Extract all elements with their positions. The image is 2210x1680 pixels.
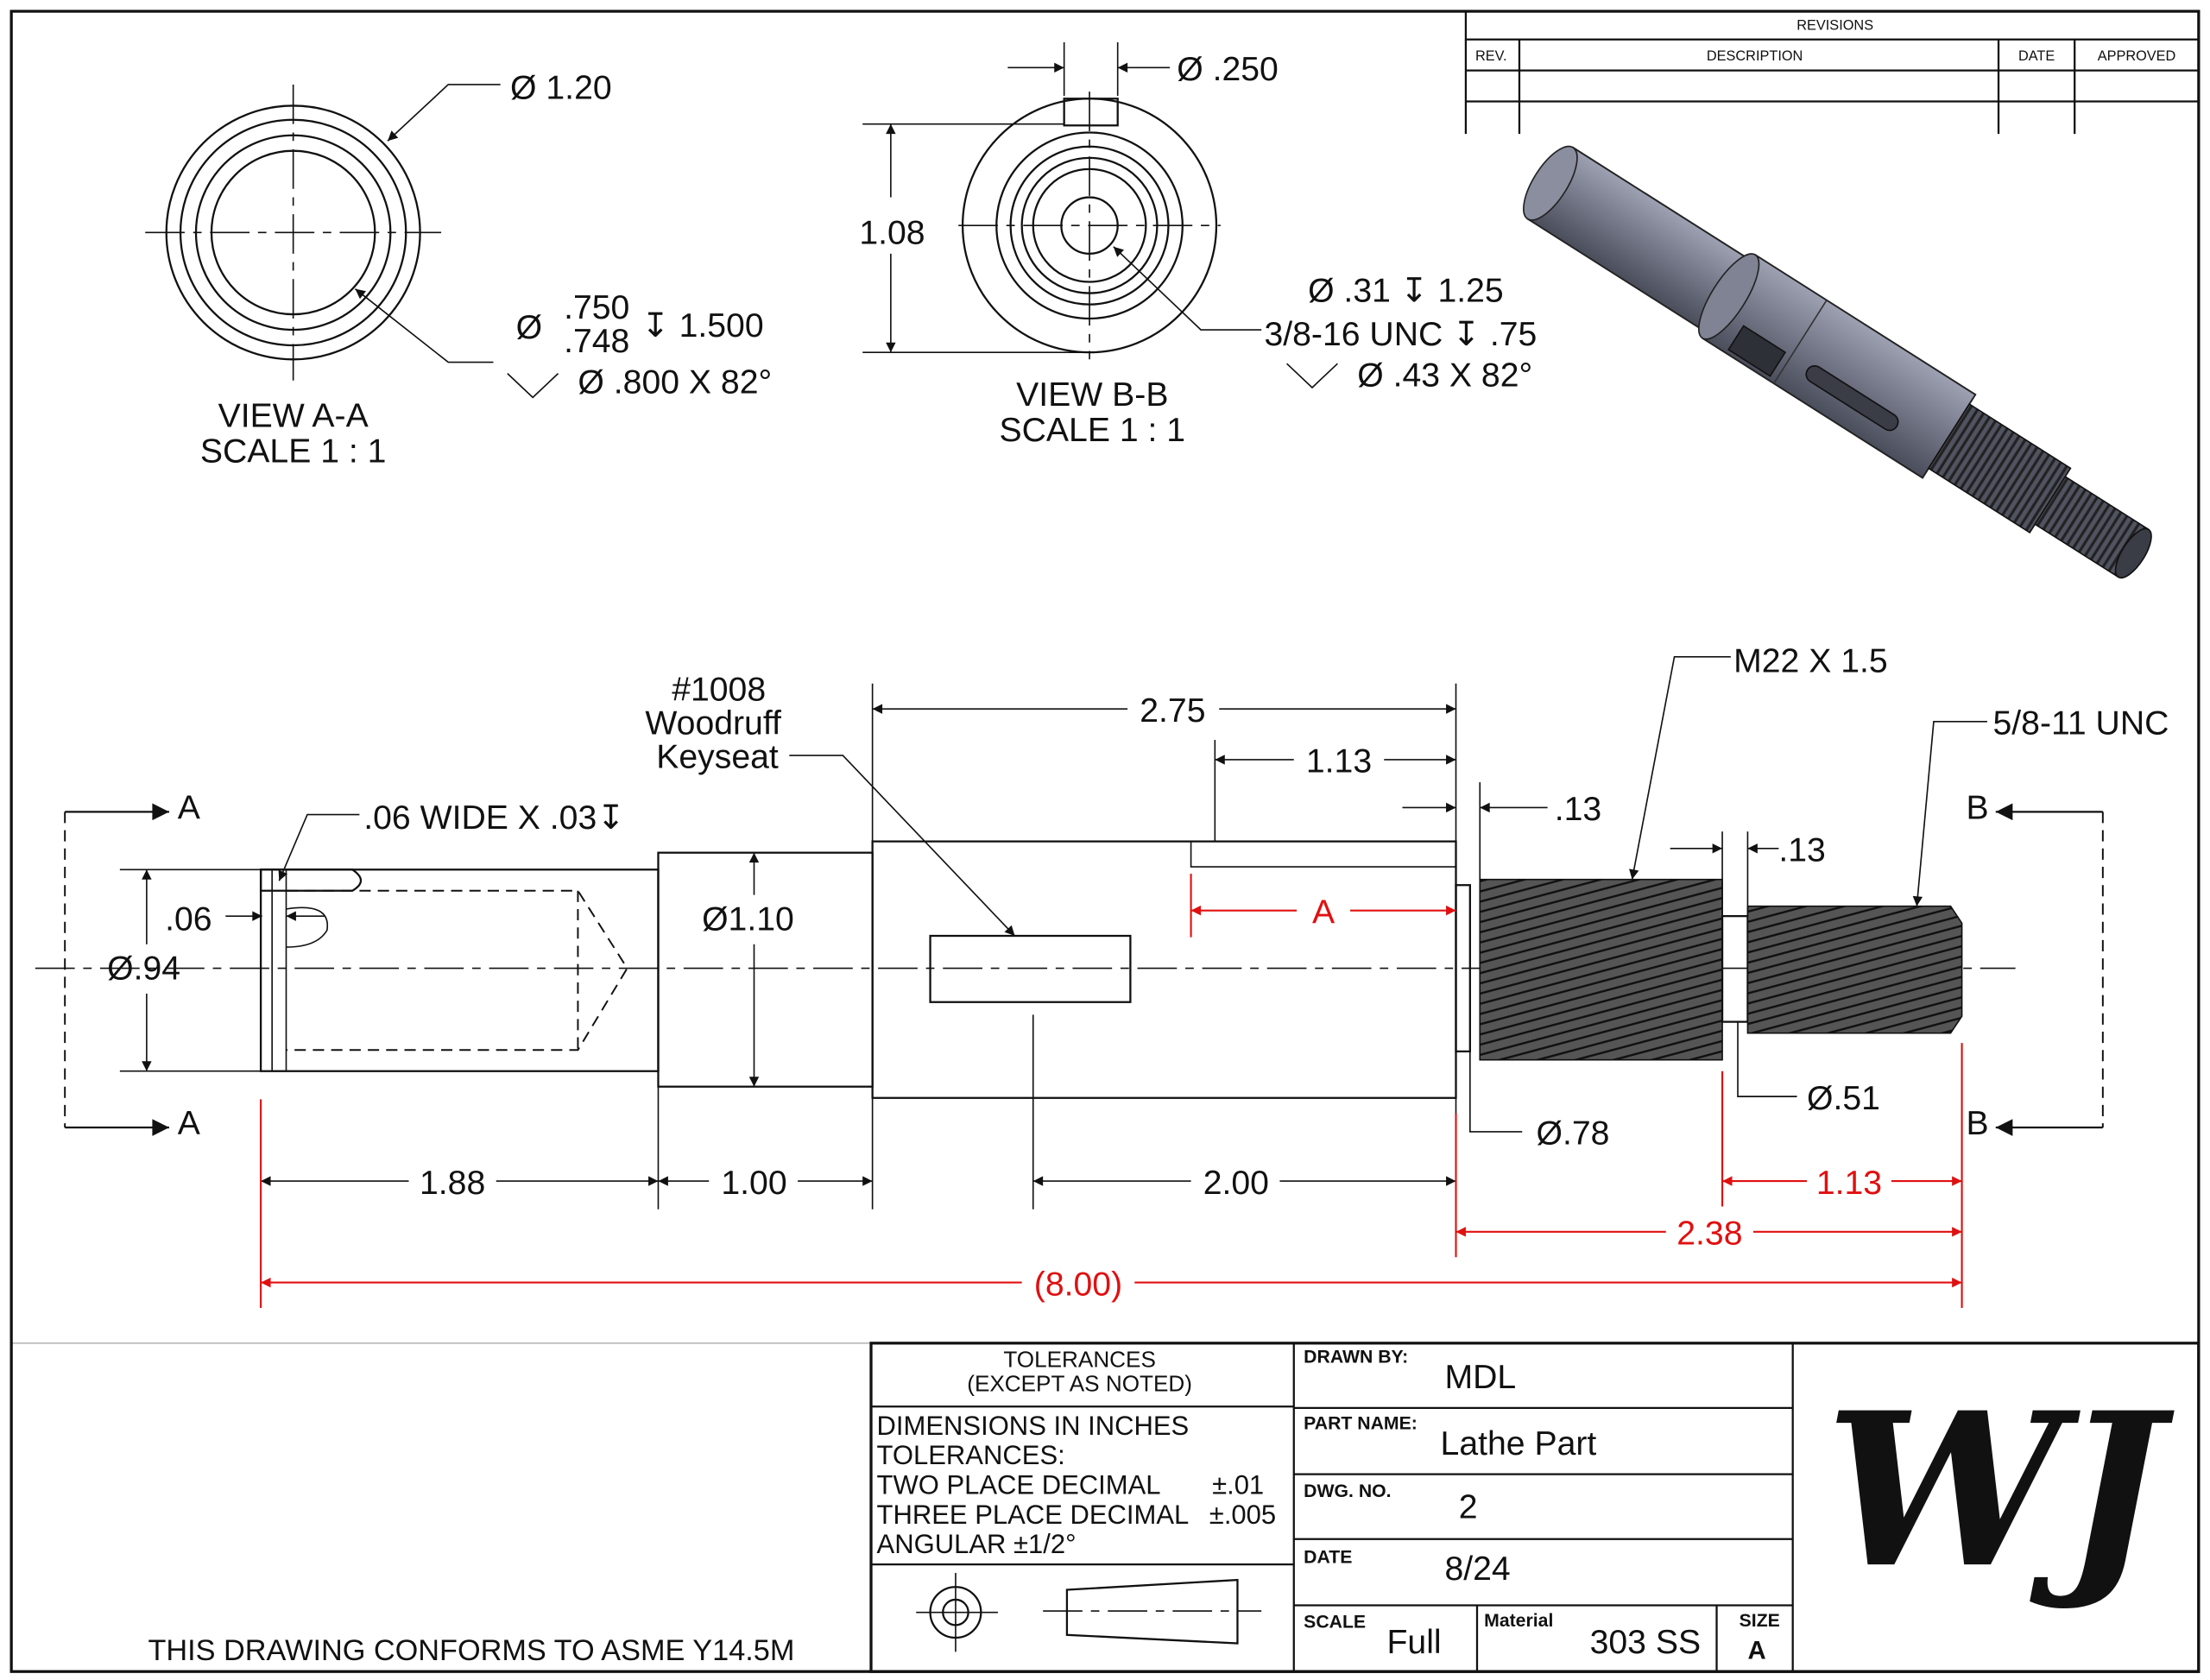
- thread-5-8-note: 5/8-11 UNC: [1993, 705, 2169, 742]
- thread-m22: [1479, 878, 1723, 1061]
- isometric-model-view: [1523, 145, 2152, 579]
- dim-113-red: 1.13: [1816, 1165, 1882, 1202]
- third-angle-projection-icon: [916, 1572, 1262, 1652]
- view-b-height: 1.08: [859, 214, 925, 251]
- keyseat-note-2: Woodruff: [645, 705, 781, 742]
- view-a-bore-depth: ↧ 1.500: [641, 307, 764, 344]
- dia-051: Ø.51: [1807, 1080, 1880, 1117]
- view-b-label: VIEW B-B: [1016, 376, 1168, 414]
- main-view-shaft: [35, 840, 2016, 1099]
- view-b-b: Ø .250 1.08 Ø .31 ↧ 1.25 3/8-16 UNC ↧ .7…: [859, 41, 1537, 449]
- size-label: SIZE: [1740, 1611, 1780, 1631]
- approved-header: APPROVED: [2098, 48, 2176, 64]
- dim-275: 2.75: [1140, 692, 1205, 729]
- dim-100: 1.00: [721, 1165, 786, 1202]
- company-logo: WJ: [1826, 1366, 2175, 1614]
- dim-800: (8.00): [1034, 1266, 1122, 1303]
- section-a-bottom: A: [178, 1105, 201, 1142]
- dwg-no-label: DWG. NO.: [1304, 1481, 1391, 1501]
- tol-line-1: DIMENSIONS IN INCHES: [877, 1411, 1190, 1441]
- dim-238: 2.38: [1676, 1216, 1742, 1253]
- tol-line-4: THREE PLACE DECIMAL: [877, 1500, 1190, 1530]
- tol-line-2: TOLERANCES:: [877, 1440, 1065, 1470]
- view-b-drill: Ø .31 ↧ 1.25: [1308, 272, 1504, 309]
- dia-110: Ø1.10: [702, 900, 794, 938]
- view-b-tap: 3/8-16 UNC ↧ .75: [1264, 316, 1537, 353]
- view-b-scale: SCALE 1 : 1: [1000, 412, 1186, 449]
- thread-5-8: [1746, 905, 1963, 1034]
- tol-value-2place: ±.01: [1212, 1470, 1264, 1500]
- drawn-by-value: MDL: [1444, 1359, 1516, 1396]
- groove-note: .06 WIDE X .03↧: [363, 799, 625, 837]
- tol-line-5: ANGULAR ±1/2°: [877, 1529, 1077, 1559]
- tol-value-3place: ±.005: [1209, 1500, 1276, 1530]
- detail-a-label: A: [1312, 894, 1335, 931]
- view-b-slot-width: Ø .250: [1177, 51, 1279, 88]
- view-a-bore-lower: .748: [564, 323, 629, 360]
- tol-line-3: TWO PLACE DECIMAL: [877, 1470, 1161, 1500]
- dia-094: Ø.94: [107, 951, 180, 988]
- section-markers: A A B B: [64, 790, 2104, 1142]
- revisions-title: REVISIONS: [1796, 17, 1873, 33]
- scale-value: Full: [1387, 1624, 1442, 1661]
- date-value: 8/24: [1444, 1551, 1510, 1588]
- thread-m22-note: M22 X 1.5: [1733, 643, 1888, 680]
- description-header: DESCRIPTION: [1707, 48, 1803, 64]
- part-name-value: Lathe Part: [1441, 1425, 1597, 1462]
- view-a-bore-upper: .750: [564, 289, 629, 326]
- view-a-label: VIEW A-A: [218, 398, 369, 435]
- material-value: 303 SS: [1590, 1624, 1702, 1661]
- dia-078: Ø.78: [1537, 1115, 1610, 1153]
- date-header: DATE: [2018, 48, 2055, 64]
- revisions-table: REVISIONS REV. DESCRIPTION DATE APPROVED: [1464, 9, 2201, 135]
- drawn-by-label: DRAWN BY:: [1304, 1348, 1408, 1367]
- view-b-csink: Ø .43 X 82°: [1357, 357, 1532, 394]
- section-a-top: A: [178, 790, 201, 827]
- view-a-csink: Ø .800 X 82°: [578, 363, 772, 401]
- neck-113b: .13: [1778, 831, 1825, 868]
- part-name-label: PART NAME:: [1304, 1413, 1418, 1433]
- dwg-no-value: 2: [1459, 1488, 1478, 1525]
- section-b-top: B: [1966, 790, 1988, 827]
- neck-113a: .13: [1555, 791, 1601, 828]
- groove-width: .06: [165, 900, 212, 938]
- keyseat-note-1: #1008: [672, 671, 766, 708]
- view-a-bore-symbol: Ø: [516, 309, 542, 346]
- tolerances-subtitle: (EXCEPT AS NOTED): [967, 1370, 1192, 1396]
- dim-113-top: 1.13: [1306, 743, 1372, 780]
- asme-conformance-note: THIS DRAWING CONFORMS TO ASME Y14.5M: [148, 1634, 794, 1667]
- view-a-scale: SCALE 1 : 1: [200, 433, 387, 470]
- view-a-a: Ø 1.20 Ø .750 .748 ↧ 1.500 Ø .800 X 82° …: [145, 69, 772, 470]
- material-label: Material: [1484, 1611, 1553, 1631]
- main-view-dimensions: #1008 Woodruff Keyseat .06 WIDE X .03↧ .…: [107, 643, 2169, 1309]
- section-b-bottom: B: [1966, 1105, 1988, 1142]
- tolerances-title: TOLERANCES: [1003, 1347, 1156, 1373]
- woodruff-keyseat: [929, 934, 1132, 1003]
- size-value: A: [1747, 1637, 1765, 1665]
- title-block: TOLERANCES (EXCEPT AS NOTED) DIMENSIONS …: [11, 1342, 2201, 1673]
- scale-label: SCALE: [1304, 1613, 1366, 1633]
- keyseat-note-3: Keyseat: [656, 739, 779, 776]
- dim-188: 1.88: [420, 1165, 485, 1202]
- view-a-dia-outer: Ø 1.20: [510, 69, 612, 106]
- rev-header: REV.: [1475, 48, 1507, 64]
- dim-200: 2.00: [1203, 1165, 1269, 1202]
- date-label: DATE: [1304, 1547, 1352, 1567]
